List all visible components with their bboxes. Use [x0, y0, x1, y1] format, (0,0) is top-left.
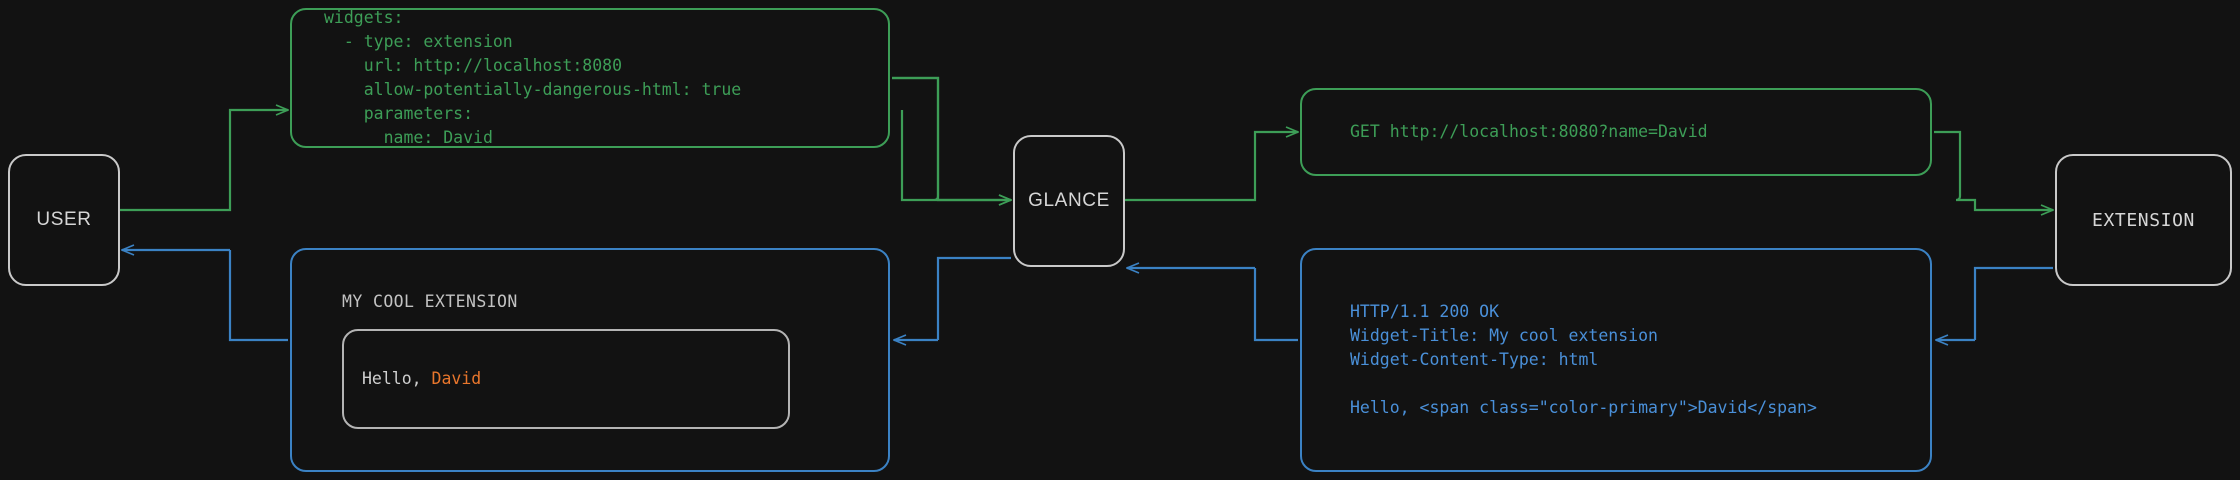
edge-config-to-glance-final	[892, 76, 1011, 200]
panel-http-request: GET http://localhost:8080?name=David	[1300, 88, 1932, 176]
widget-greeting-name: David	[431, 369, 482, 388]
yaml-config-code: widgets: - type: extension url: http://l…	[324, 8, 742, 147]
http-response-code: HTTP/1.1 200 OK Widget-Title: My cool ex…	[1350, 302, 1817, 417]
widget-greeting-prefix: Hello,	[362, 369, 432, 388]
node-glance-label: GLANCE	[1028, 190, 1110, 211]
node-glance[interactable]: GLANCE	[1013, 135, 1125, 267]
node-user-label: USER	[36, 209, 92, 230]
http-request-code: GET http://localhost:8080?name=David	[1350, 122, 1708, 141]
widget-preview-body: Hello, David	[342, 328, 790, 429]
node-extension[interactable]: EXTENSION	[2055, 154, 2232, 286]
panel-widget-preview: MY COOL EXTENSION Hello, David	[290, 248, 890, 472]
node-extension-label: EXTENSION	[2092, 209, 2195, 231]
panel-http-response: HTTP/1.1 200 OK Widget-Title: My cool ex…	[1300, 248, 1932, 472]
widget-preview-title: MY COOL EXTENSION	[342, 291, 518, 311]
node-user[interactable]: USER	[8, 154, 120, 286]
panel-yaml-config: widgets: - type: extension url: http://l…	[290, 8, 890, 148]
